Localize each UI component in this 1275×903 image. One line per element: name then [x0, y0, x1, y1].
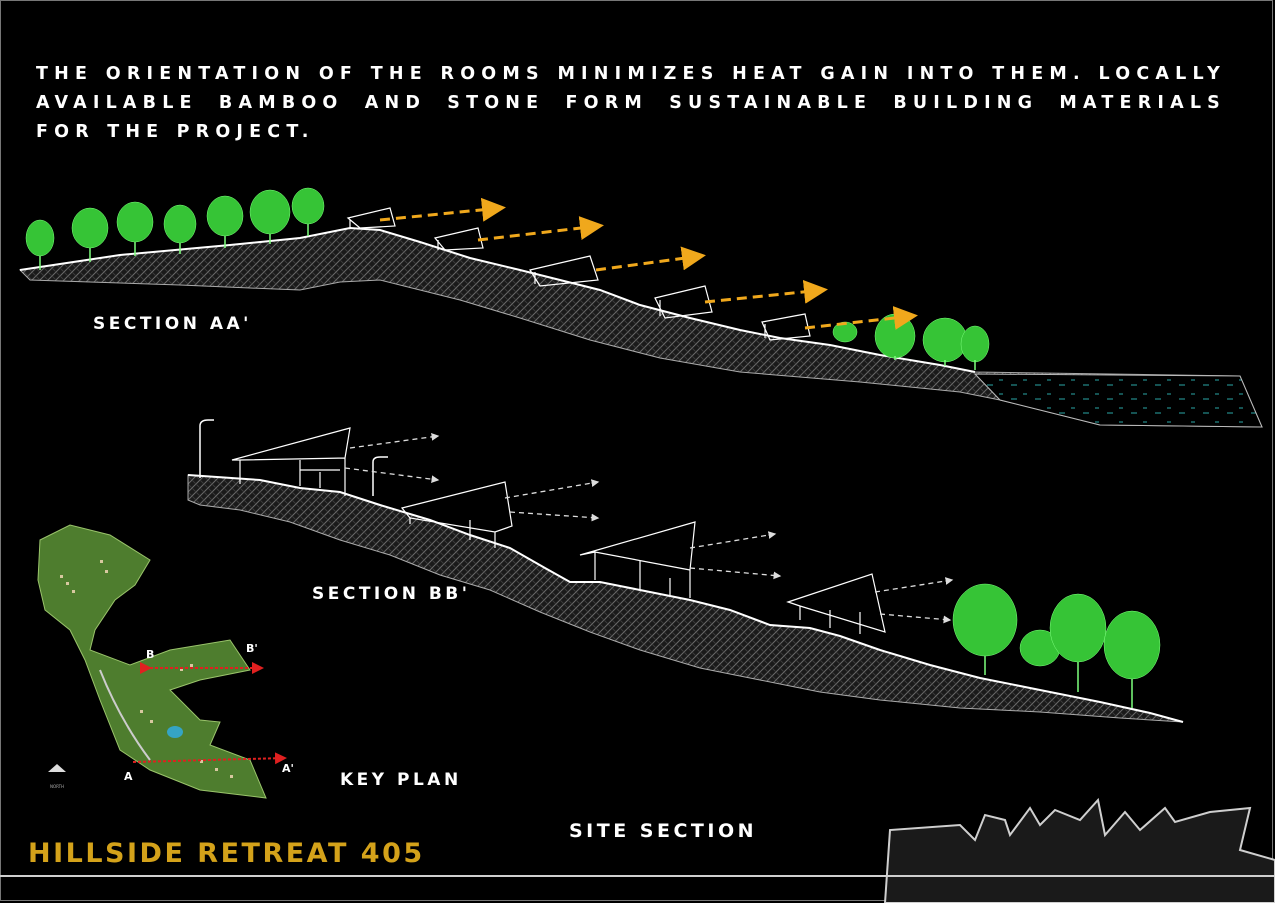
north-label: NORTH [50, 784, 64, 789]
marker-b: B [146, 648, 154, 661]
section-aa-airflow-arrows [379, 197, 918, 330]
marker-a-prime: A' [282, 762, 294, 775]
project-title: HILLSIDE RETREAT 405 [28, 838, 425, 869]
section-bb-airflow-arrows [344, 433, 954, 624]
cut-line-aa [132, 752, 287, 765]
key-plan-label: KEY PLAN [340, 770, 462, 790]
section-aa-trees-left [25, 187, 325, 270]
intro-text: THE ORIENTATION OF THE ROOMS MINIMIZES H… [36, 64, 1226, 142]
section-aa-buildings [346, 207, 811, 341]
section-aa-trees-right [832, 313, 990, 370]
title-underline [0, 875, 1275, 877]
corner-building-silhouette [883, 797, 1275, 903]
key-plan-site [37, 524, 267, 799]
section-aa-label: SECTION AA' [93, 314, 252, 334]
marker-a: A [124, 770, 133, 783]
north-arrow-icon [48, 764, 66, 772]
site-section-label: SITE SECTION [569, 820, 757, 842]
marker-b-prime: B' [246, 642, 258, 655]
section-aa-water [973, 373, 1263, 428]
section-bb-lamp-posts [199, 419, 388, 496]
key-plan-map: B B' A A' NORTH [37, 524, 294, 799]
section-aa-drawing [18, 187, 1263, 428]
section-bb-buildings [231, 427, 886, 634]
section-bb-label: SECTION BB' [312, 584, 471, 604]
section-bb-drawing [187, 419, 1184, 723]
section-bb-trees [952, 583, 1161, 708]
